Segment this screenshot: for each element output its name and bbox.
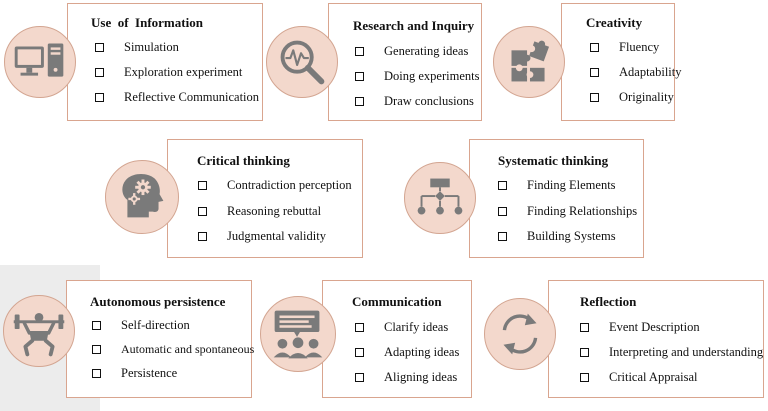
list-item: Persistence	[92, 366, 177, 381]
card-communication	[322, 280, 472, 398]
checkbox-bullet-icon	[198, 181, 207, 190]
list-item: Finding Relationships	[498, 204, 637, 219]
list-item: Simulation	[95, 40, 179, 55]
checkbox-bullet-icon	[95, 43, 104, 52]
list-item: Reasoning rebuttal	[198, 204, 321, 219]
list-item: Event Description	[580, 320, 700, 335]
list-item: Generating ideas	[355, 44, 468, 59]
checkbox-bullet-icon	[590, 68, 599, 77]
list-item: Finding Elements	[498, 178, 616, 193]
card-title: Creativity	[586, 15, 643, 30]
card-title: Systematic thinking	[498, 153, 609, 168]
card-title: Use of Information	[91, 15, 203, 30]
checkbox-bullet-icon	[590, 93, 599, 102]
checkbox-bullet-icon	[198, 232, 207, 241]
head-gears-icon	[105, 160, 179, 234]
checkbox-bullet-icon	[355, 348, 364, 357]
computer-icon	[4, 26, 76, 98]
checkbox-bullet-icon	[355, 47, 364, 56]
checkbox-bullet-icon	[590, 43, 599, 52]
list-item: Draw conclusions	[355, 94, 474, 109]
checkbox-bullet-icon	[498, 232, 507, 241]
checkbox-bullet-icon	[355, 72, 364, 81]
card-reflection	[548, 280, 764, 398]
cycle-arrows-icon	[484, 298, 556, 370]
list-item: Reflective Communication	[95, 90, 259, 105]
checkbox-bullet-icon	[95, 93, 104, 102]
card-title: Critical thinking	[197, 153, 290, 168]
list-item: Critical Appraisal	[580, 370, 698, 385]
list-item: Adapting ideas	[355, 345, 459, 360]
list-item: Building Systems	[498, 229, 616, 244]
checkbox-bullet-icon	[580, 323, 589, 332]
checkbox-bullet-icon	[92, 369, 101, 378]
group-chat-icon	[260, 296, 336, 372]
flowchart-icon	[404, 162, 476, 234]
checkbox-bullet-icon	[92, 321, 101, 330]
card-creativity	[561, 3, 675, 121]
card-title: Research and Inquiry	[353, 18, 475, 33]
list-item: Contradiction perception	[198, 178, 352, 193]
checkbox-bullet-icon	[498, 181, 507, 190]
checkbox-bullet-icon	[498, 207, 507, 216]
magnifier-pulse-icon	[266, 26, 338, 98]
card-title: Reflection	[580, 294, 637, 309]
list-item: Automatic and spontaneous	[92, 342, 254, 357]
checkbox-bullet-icon	[355, 97, 364, 106]
puzzle-icon	[493, 26, 565, 98]
weightlifter-icon	[3, 295, 75, 367]
card-title: Communication	[352, 294, 442, 309]
card-title: Autonomous persistence	[90, 294, 226, 309]
list-item: Interpreting and understanding	[580, 345, 763, 360]
list-item: Self-direction	[92, 318, 190, 333]
card-systematic-thinking	[469, 139, 644, 258]
checkbox-bullet-icon	[580, 373, 589, 382]
list-item: Aligning ideas	[355, 370, 457, 385]
checkbox-bullet-icon	[95, 68, 104, 77]
checkbox-bullet-icon	[580, 348, 589, 357]
list-item: Originality	[590, 90, 674, 105]
card-research-and-inquiry	[328, 3, 482, 121]
card-autonomous-persistence	[66, 280, 252, 398]
list-item: Doing experiments	[355, 69, 479, 84]
checkbox-bullet-icon	[355, 323, 364, 332]
list-item: Exploration experiment	[95, 65, 242, 80]
checkbox-bullet-icon	[198, 207, 207, 216]
list-item: Clarify ideas	[355, 320, 448, 335]
checkbox-bullet-icon	[355, 373, 364, 382]
list-item: Adaptability	[590, 65, 682, 80]
checkbox-bullet-icon	[92, 345, 101, 354]
list-item: Fluency	[590, 40, 659, 55]
list-item: Judgmental validity	[198, 229, 326, 244]
